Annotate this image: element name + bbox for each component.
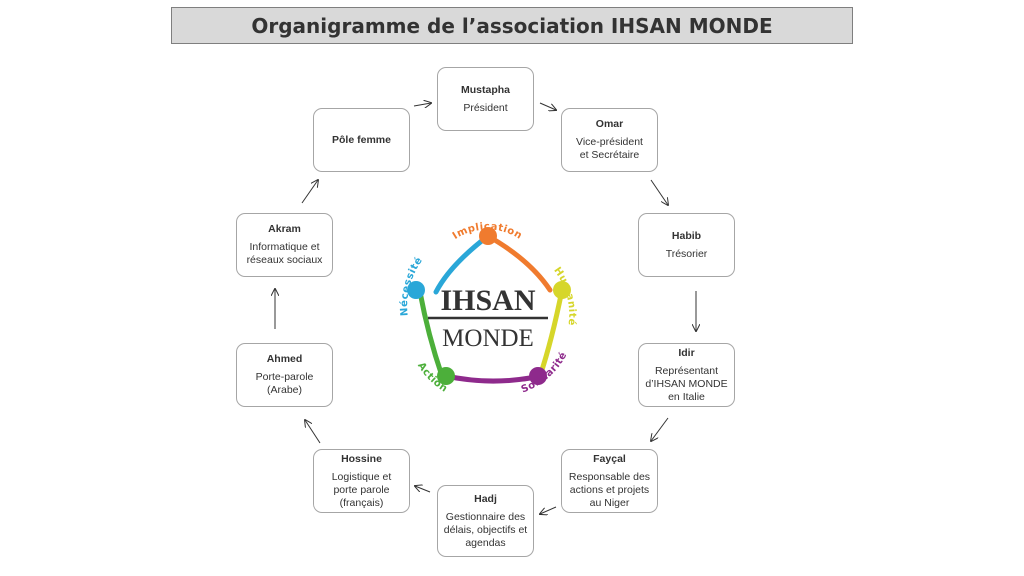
node-name: Omar: [595, 118, 624, 130]
ihsan-monde-logo: Implication Humanité Solidarité Action N…: [398, 221, 578, 395]
node-name: Pôle femme: [332, 133, 391, 146]
node-hadj: Hadj Gestionnaire des délais, objectifs …: [437, 485, 534, 557]
node-ahmed: Ahmed Porte-parole (Arabe): [236, 343, 333, 407]
node-name: Ahmed: [266, 353, 303, 365]
node-name: Mustapha: [460, 83, 510, 96]
node-role: Représentant d’IHSAN MONDE en Italie: [645, 364, 728, 403]
node-role: Président: [463, 101, 508, 114]
arrow-idir-to-faycal: [651, 417, 669, 441]
node-name: Hossine: [341, 452, 382, 465]
logo-line-monde: MONDE: [442, 325, 534, 352]
node-hossine: Hossine Logistique et porte parole (fran…: [313, 449, 410, 513]
node-pole-femme: Pôle femme: [313, 108, 410, 172]
node-mustapha: Mustapha Président: [437, 67, 534, 131]
node-name: Idir: [678, 346, 695, 359]
diagram-title: Organigramme de l’association IHSAN MOND…: [171, 7, 853, 44]
node-role: Porte-parole (Arabe): [255, 371, 314, 396]
node-role: Vice-président et Secrétaire: [576, 136, 643, 161]
logo-dot-action: [437, 367, 455, 385]
node-akram: Akram Informatique et réseaux sociaux: [236, 213, 333, 277]
arrow-pole-femme-to-mustapha: [413, 103, 431, 106]
node-idir: Idir Représentant d’IHSAN MONDE en Itali…: [638, 343, 735, 407]
node-role: Trésorier: [665, 247, 708, 260]
node-habib: Habib Trésorier: [638, 213, 735, 277]
node-name: Hadj: [474, 492, 497, 505]
logo-dot-implication: [479, 227, 497, 245]
logo-dot-necessite: [407, 281, 425, 299]
node-omar: Omar Vice-président et Secrétaire: [561, 108, 658, 172]
node-name: Akram: [268, 223, 301, 235]
node-role: Responsable des actions et projets au Ni…: [568, 470, 651, 509]
node-role: Informatique et réseaux sociaux: [246, 241, 323, 266]
arrow-hadj-to-hossine: [415, 486, 431, 493]
logo-line-ihsan: IHSAN: [440, 284, 535, 317]
logo-dot-humanite: [553, 281, 571, 299]
node-role: Gestionnaire des délais, objectifs et ag…: [443, 510, 528, 549]
node-name: Fayçal: [593, 452, 626, 465]
node-name: Habib: [671, 229, 702, 242]
title-text: Organigramme de l’association IHSAN MOND…: [251, 13, 773, 38]
arrow-omar-to-habib: [650, 179, 668, 205]
arrow-faycal-to-hadj: [540, 506, 557, 514]
logo-dot-solidarite: [529, 367, 547, 385]
node-role: Logistique et porte parole (français): [331, 470, 392, 509]
arrow-akram-to-pole-femme: [301, 180, 318, 204]
node-faycal: Fayçal Responsable des actions et projet…: [561, 449, 658, 513]
arrow-mustapha-to-omar: [539, 102, 556, 110]
arrow-hossine-to-ahmed: [305, 420, 321, 444]
